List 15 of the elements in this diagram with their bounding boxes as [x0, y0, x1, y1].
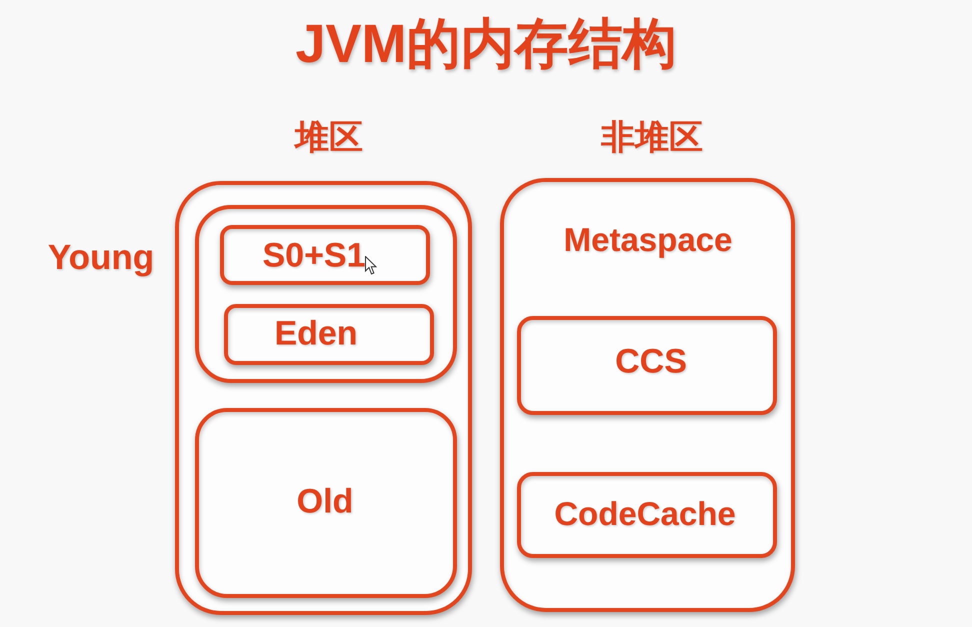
memory-area-box — [220, 225, 430, 285]
diagram-title: JVM的内存结构 — [294, 13, 678, 76]
region-heading: 非堆区 — [601, 118, 703, 158]
memory-area-box — [517, 472, 777, 558]
area-label: S0+S1 — [262, 236, 366, 276]
memory-area-box — [195, 408, 457, 598]
memory-area-box — [224, 304, 434, 365]
area-label: Old — [296, 482, 354, 522]
memory-area-box — [517, 316, 777, 415]
region-heading: Young — [48, 238, 154, 278]
region-heading: 堆区 — [295, 118, 363, 158]
region-heading: Metaspace — [564, 221, 732, 259]
area-label: CodeCache — [554, 495, 736, 533]
area-label: CCS — [615, 342, 687, 382]
area-label: Eden — [274, 314, 358, 354]
